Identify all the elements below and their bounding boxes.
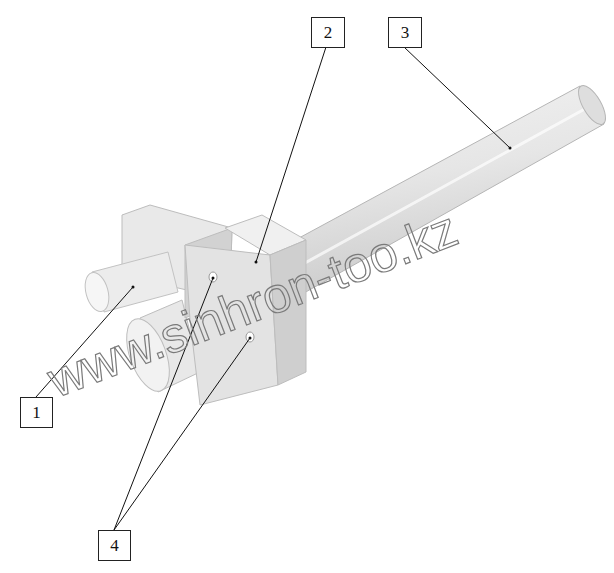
- leader-dot: [509, 147, 512, 150]
- leader-dot: [255, 261, 258, 264]
- hole: [209, 272, 217, 282]
- leader-dot: [249, 337, 252, 340]
- callout-box: 4: [98, 530, 131, 561]
- leader-dot: [132, 286, 135, 289]
- callout-number: 4: [110, 536, 119, 556]
- leader-line: [256, 47, 326, 262]
- leader-dot: [212, 277, 215, 280]
- callout-number: 1: [32, 403, 41, 423]
- callout-box: 3: [388, 17, 422, 48]
- callout-number: 2: [324, 23, 333, 43]
- leader-line: [404, 47, 510, 148]
- shaft-end: [573, 81, 611, 128]
- callout-number: 3: [401, 23, 410, 43]
- small-shaft-end: [81, 270, 113, 314]
- callout-box: 2: [311, 17, 345, 48]
- callout-box: 1: [20, 397, 53, 428]
